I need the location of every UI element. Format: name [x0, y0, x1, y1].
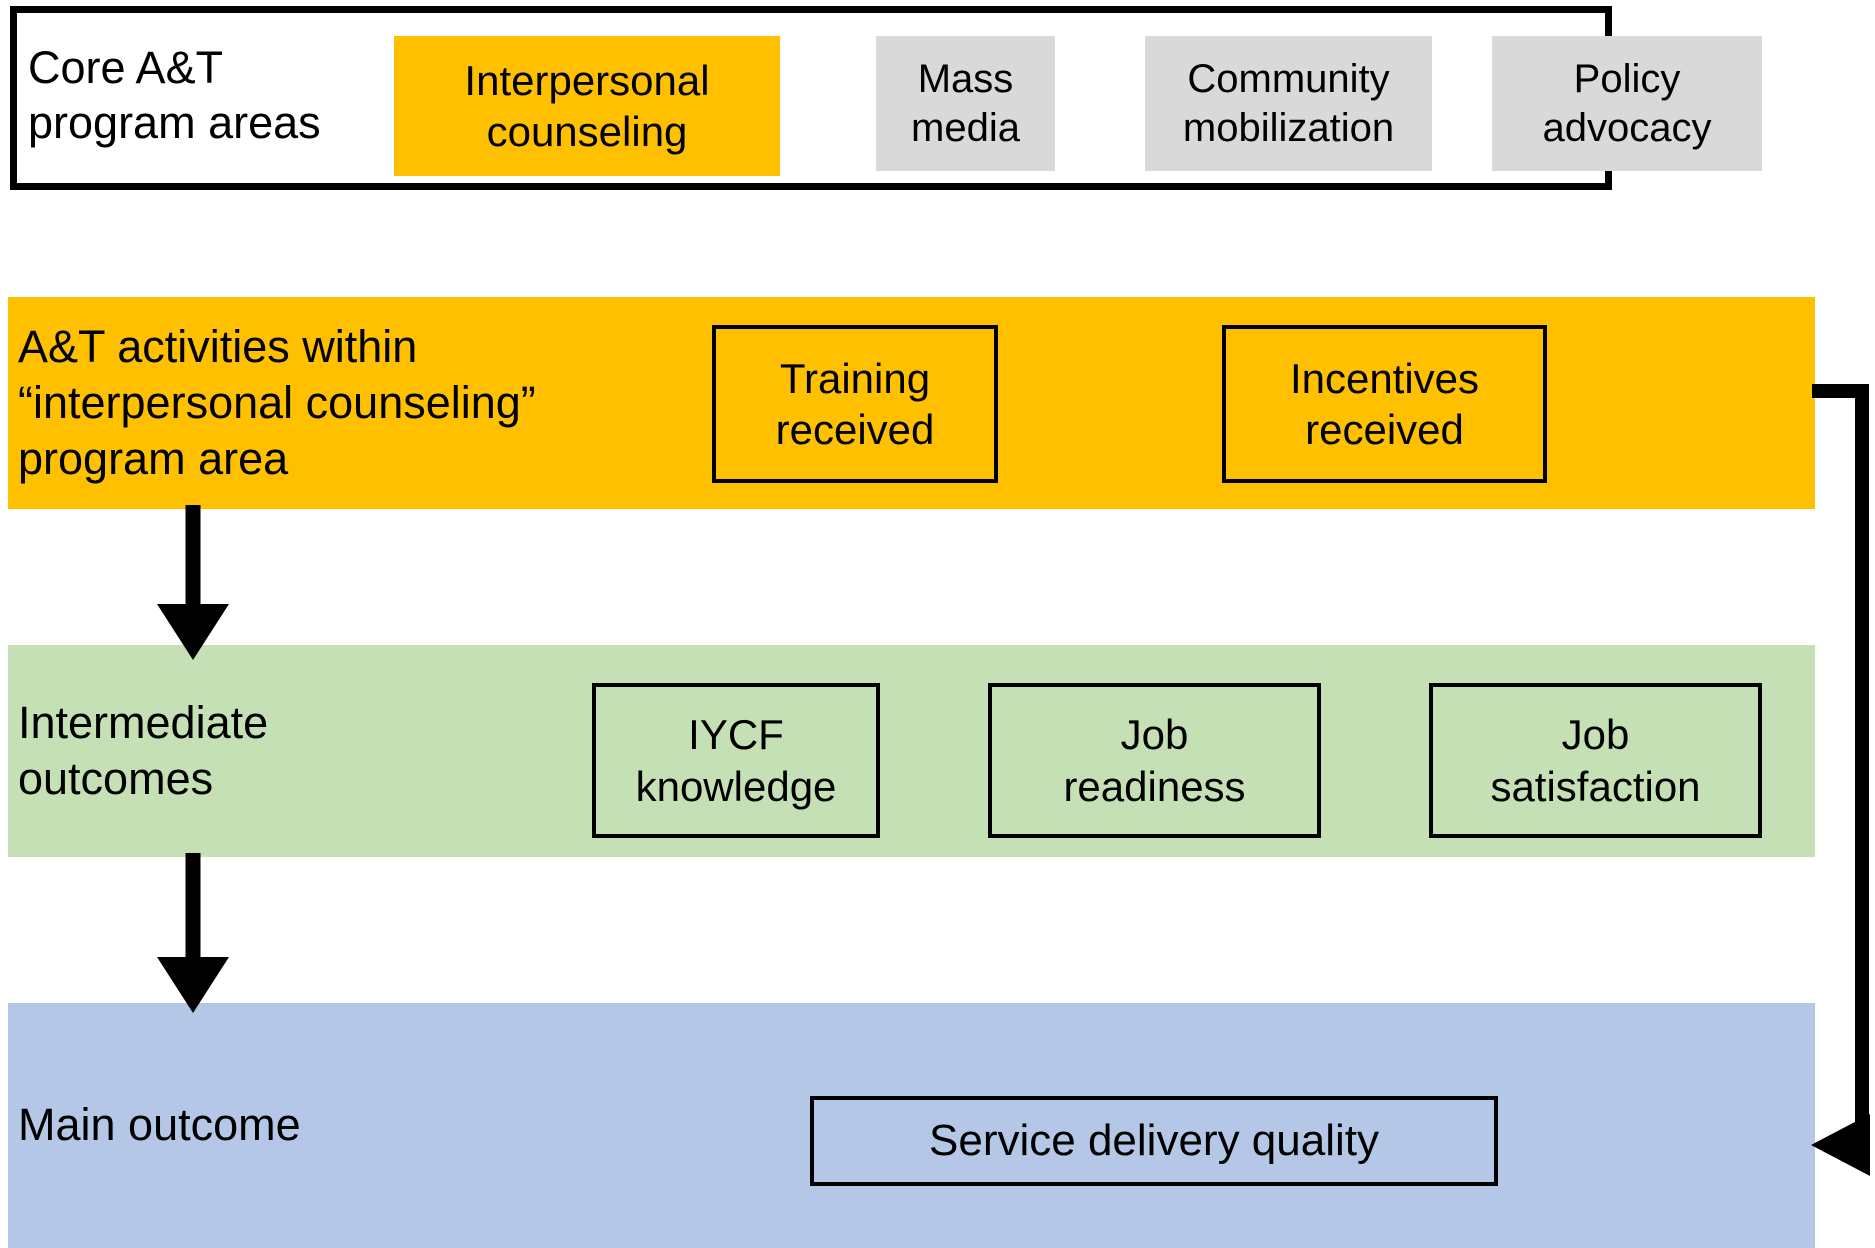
program-area-community-mobilization[interactable]: Community mobilization	[1145, 36, 1432, 171]
node-incentives-received[interactable]: Incentives received	[1222, 325, 1547, 483]
node-service-delivery-quality[interactable]: Service delivery quality	[810, 1096, 1498, 1186]
band-activities-label: A&T activities within “interpersonal cou…	[18, 320, 536, 485]
node-job-readiness[interactable]: Job readiness	[988, 683, 1321, 838]
node-training-received[interactable]: Training received	[712, 325, 998, 483]
program-area-policy-advocacy[interactable]: Policy advocacy	[1492, 36, 1762, 171]
band-main-outcome-label: Main outcome	[18, 1099, 301, 1151]
node-iycf-knowledge[interactable]: IYCF knowledge	[592, 683, 880, 838]
arrow-intermediate-to-main-icon	[157, 853, 229, 1013]
band-intermediate-outcomes	[8, 645, 1815, 857]
arrow-activities-to-main-bypass-icon	[1811, 384, 1870, 1176]
band-activities	[8, 297, 1815, 509]
band-intermediate-outcomes-label: Intermediate outcomes	[18, 696, 269, 804]
band-main-outcome	[8, 1003, 1815, 1248]
program-area-interpersonal-counseling[interactable]: Interpersonal counseling	[394, 36, 780, 176]
program-area-mass-media[interactable]: Mass media	[876, 36, 1055, 171]
node-job-satisfaction[interactable]: Job satisfaction	[1429, 683, 1762, 838]
arrow-activities-to-intermediate-icon	[157, 505, 229, 660]
core-program-areas-label: Core A&T program areas	[28, 42, 321, 148]
